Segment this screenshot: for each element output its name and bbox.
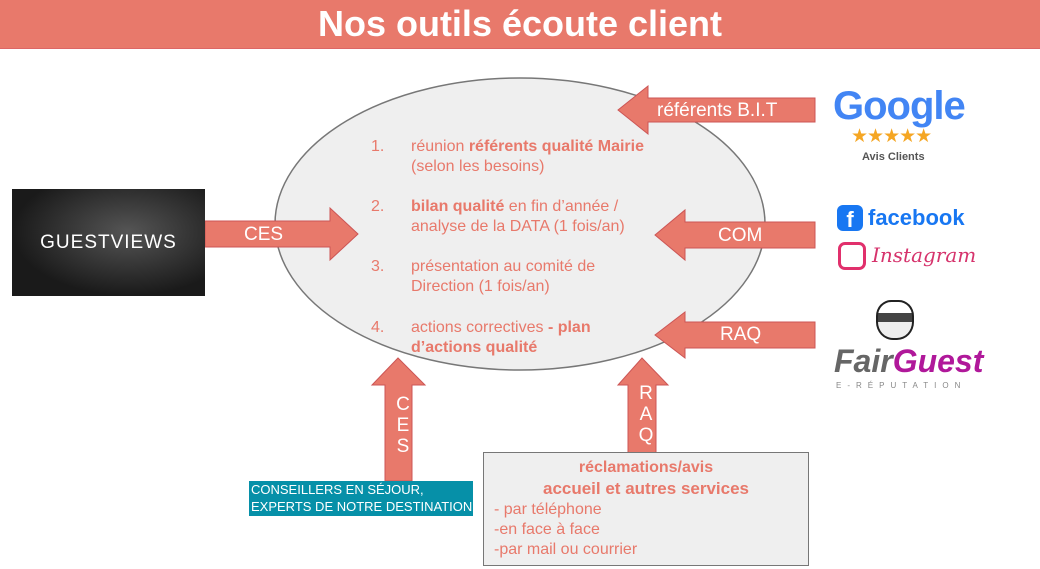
- google-logo: Google: [833, 84, 966, 128]
- fairguest-logo: FairGuest: [834, 343, 984, 379]
- facebook-icon: f: [837, 205, 863, 232]
- arrow-label-raq: RAQ: [720, 324, 762, 345]
- arrow-raq-up: [616, 357, 670, 456]
- advisors-banner: CONSEILLERS EN SÉJOUR,EXPERTS DE NOTRE D…: [249, 481, 473, 516]
- arrow-raq-right: [654, 310, 816, 360]
- guestviews-image: GUESTVIEWS: [12, 189, 205, 296]
- arrow-ces-up: [370, 357, 427, 482]
- complaints-box: réclamations/avis accueil et autres serv…: [483, 452, 809, 566]
- arrow-referents: [617, 84, 816, 136]
- arrow-label-referents: référents B.I.T: [657, 100, 778, 121]
- facebook-logo: facebook: [868, 205, 965, 230]
- arrow-com: [654, 208, 816, 262]
- stars-icon: ★★★★★: [851, 126, 932, 147]
- page-title: Nos outils écoute client: [0, 0, 1040, 49]
- complaint-channel: - par téléphone: [494, 501, 602, 518]
- raccoon-icon: [876, 300, 914, 340]
- instagram-logo: Instagram: [872, 243, 977, 267]
- complaint-channel: -par mail ou courrier: [494, 541, 638, 558]
- instagram-icon: [838, 242, 866, 270]
- google-caption: Avis Clients: [862, 151, 925, 163]
- arrow-ces-left: [204, 206, 359, 262]
- arrow-label-ces: CES: [244, 224, 284, 245]
- arrow-label-com: COM: [718, 225, 763, 246]
- complaint-channel: -en face à face: [494, 521, 600, 538]
- fairguest-caption: E-RÉPUTATION: [836, 381, 967, 390]
